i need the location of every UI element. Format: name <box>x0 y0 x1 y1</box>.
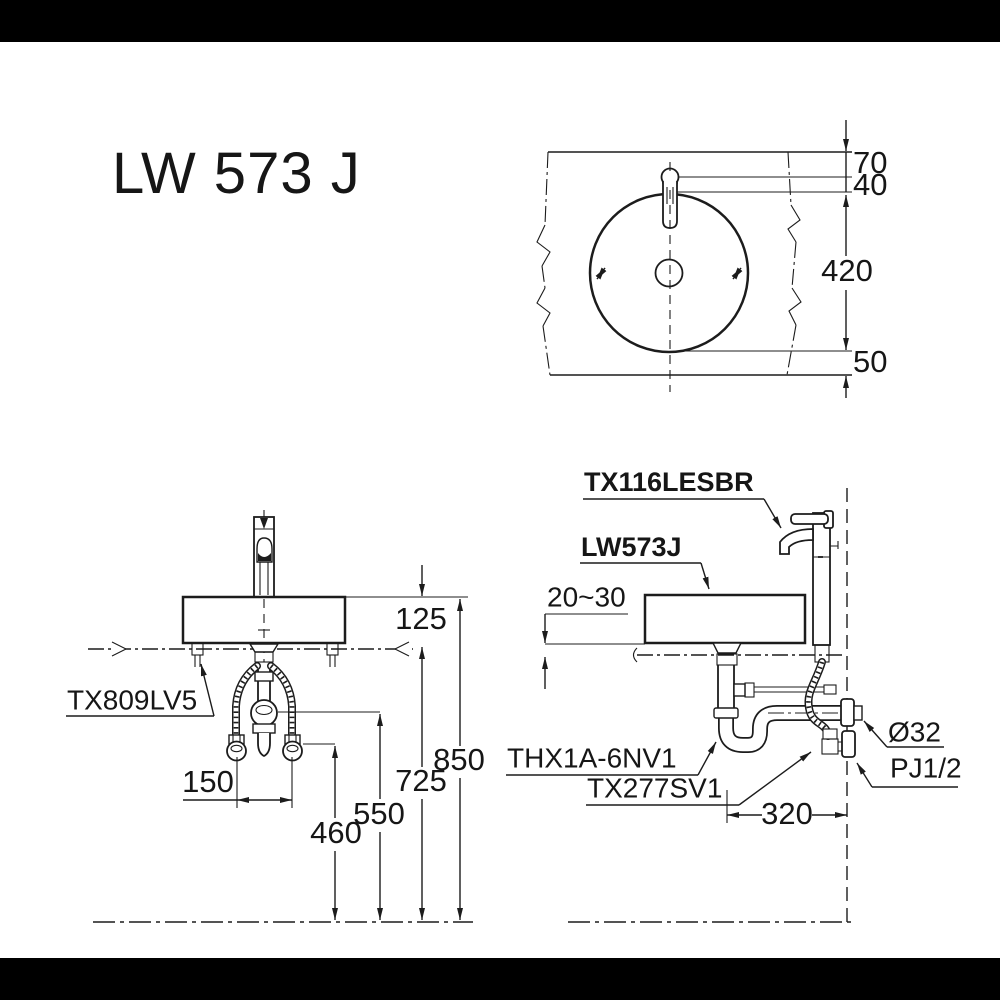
dim-40: 40 <box>853 167 887 202</box>
dim-125: 125 <box>395 601 447 636</box>
front-view: TX809LV5 <box>66 510 485 923</box>
break-line-left <box>536 151 551 376</box>
svg-text:TX277SV1: TX277SV1 <box>587 772 722 803</box>
dim-550: 550 <box>353 796 405 831</box>
dim-50: 50 <box>853 344 887 379</box>
mounting-clamp-right <box>326 642 339 667</box>
label-thx1a-6nv1: THX1A-6NV1 <box>506 741 717 776</box>
drain-hole <box>654 258 684 288</box>
dim-850: 850 <box>433 742 485 777</box>
trap-joint-front <box>250 699 278 727</box>
centerline-arrow <box>260 518 268 529</box>
label-lw573j: LW573J <box>580 532 710 590</box>
dim-20-30: 20~30 <box>547 581 626 612</box>
drain-assembly-front <box>226 643 303 762</box>
supply-wall-flange <box>841 730 856 758</box>
label-tx809lv5: TX809LV5 <box>66 663 215 717</box>
dim-70: 70 <box>853 145 887 180</box>
fixing-mark-right <box>731 267 743 280</box>
label-drain-diameter: Ø32 <box>863 716 944 748</box>
basin-side <box>643 593 807 645</box>
faucet-side <box>779 510 839 663</box>
faucet-spout <box>779 528 814 555</box>
svg-text:TX809LV5: TX809LV5 <box>67 684 197 715</box>
supply-side <box>804 658 856 758</box>
svg-text:Ø32: Ø32 <box>888 716 941 747</box>
svg-text:PJ1/2: PJ1/2 <box>890 752 962 783</box>
dim-460: 460 <box>310 815 362 850</box>
trap-coupling <box>713 707 739 719</box>
mounting-clamp-left <box>191 642 204 667</box>
drain-wall-flange <box>840 698 855 727</box>
popup-rod <box>830 541 839 549</box>
drain-assembly-side <box>711 642 863 753</box>
svg-text:LW573J: LW573J <box>581 532 682 562</box>
faucet-handle <box>790 513 829 525</box>
fixing-mark-left <box>595 267 607 280</box>
page-title: LW 573 J <box>112 141 361 206</box>
dim-420: 420 <box>821 253 873 288</box>
front-dimensions <box>183 565 463 920</box>
side-counter-line <box>632 647 843 663</box>
plan-view: 70 40 420 50 <box>536 120 887 398</box>
svg-text:THX1A-6NV1: THX1A-6NV1 <box>507 742 677 773</box>
dim-725: 725 <box>395 763 447 798</box>
side-view: 20~30 <box>506 467 962 923</box>
label-tx116lesbr: TX116LESBR <box>583 467 782 529</box>
offset-dimension <box>726 790 847 823</box>
letterbox-bottom <box>0 958 1000 1000</box>
dim-320: 320 <box>761 796 813 831</box>
front-counter-line <box>88 641 413 657</box>
letterbox-top <box>0 0 1000 42</box>
faucet-front <box>253 510 275 598</box>
stop-valve <box>821 738 839 755</box>
break-line-right <box>786 151 802 376</box>
label-supply-thread: PJ1/2 <box>856 752 962 788</box>
dim-150: 150 <box>182 764 234 799</box>
svg-text:TX116LESBR: TX116LESBR <box>584 467 754 497</box>
gap-dimension <box>542 613 628 689</box>
label-tx277sv1: TX277SV1 <box>586 751 812 806</box>
